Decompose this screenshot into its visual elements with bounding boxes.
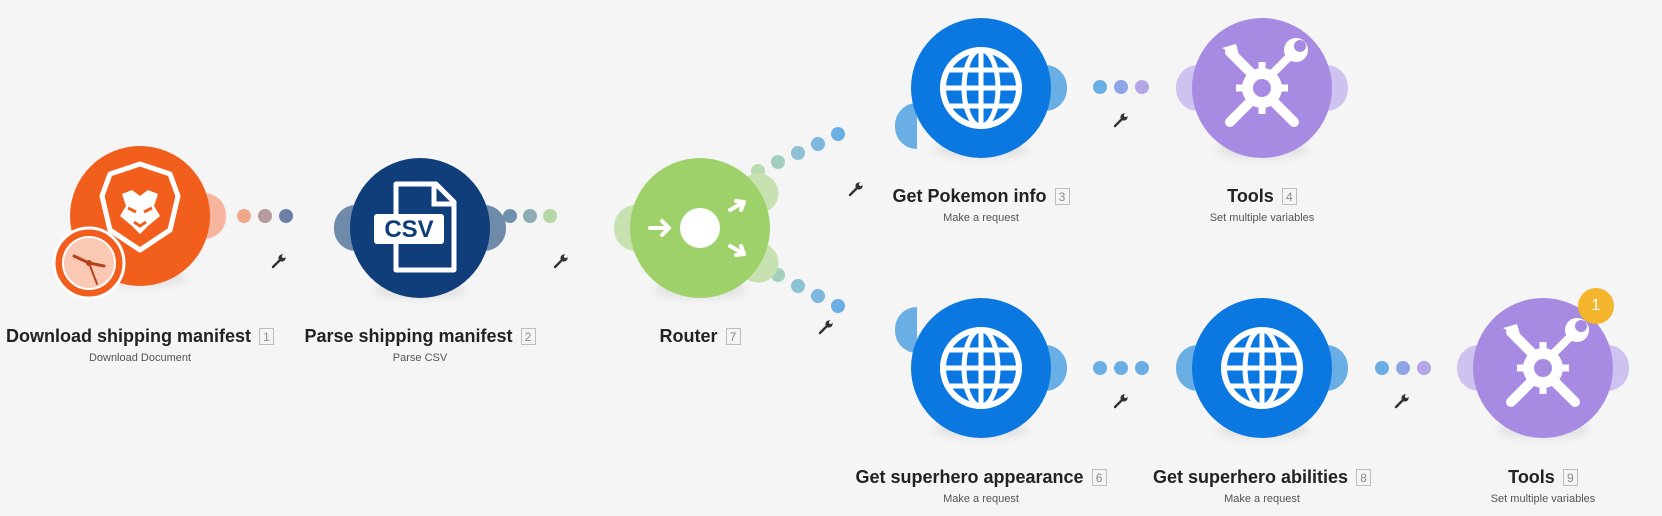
connection-dot bbox=[503, 209, 517, 223]
output-handle[interactable] bbox=[204, 193, 226, 239]
globe-icon bbox=[940, 327, 1022, 409]
module-label: Get superhero appearance 6 Make a reques… bbox=[821, 467, 1141, 505]
module-subtitle: Make a request bbox=[943, 212, 1019, 224]
connection-dot bbox=[1375, 361, 1389, 375]
module-number: 6 bbox=[1091, 469, 1107, 486]
connection-dot bbox=[237, 209, 251, 223]
connection-dot bbox=[258, 209, 272, 223]
module-title: Get superhero appearance bbox=[855, 467, 1084, 487]
module-get-pokemon-info[interactable] bbox=[895, 13, 1067, 163]
module-get-superhero-appearance[interactable] bbox=[895, 293, 1067, 443]
module-title: Get superhero abilities bbox=[1152, 467, 1349, 487]
connection-dot bbox=[543, 209, 557, 223]
module-label: Tools 4 Set multiple variables bbox=[1102, 186, 1422, 224]
connection-dot bbox=[791, 146, 805, 160]
module-subtitle: Make a request bbox=[943, 493, 1019, 505]
module-subtitle: Set multiple variables bbox=[1490, 493, 1596, 505]
wrench-icon[interactable] bbox=[847, 180, 865, 198]
svg-text:CSV: CSV bbox=[384, 216, 433, 243]
module-title: Get Pokemon info bbox=[892, 186, 1047, 206]
tools-icon bbox=[1503, 318, 1589, 407]
connection-dot bbox=[523, 209, 537, 223]
wrench-icon[interactable] bbox=[1112, 392, 1130, 410]
connection-dot bbox=[1135, 361, 1149, 375]
output-handle[interactable] bbox=[1607, 345, 1629, 391]
module-title: Parse shipping manifest bbox=[304, 326, 513, 346]
output-handle[interactable] bbox=[1326, 65, 1348, 111]
connection-dot bbox=[1093, 361, 1107, 375]
module-number: 1 bbox=[259, 328, 274, 345]
csv-file-icon: CSV bbox=[374, 181, 457, 273]
module-bubble[interactable]: CSV bbox=[350, 158, 490, 298]
input-handle[interactable] bbox=[895, 307, 917, 353]
connection-dot bbox=[1114, 80, 1128, 94]
module-label: Get superhero abilities 8 Make a request bbox=[1102, 467, 1422, 505]
module-title: Tools bbox=[1227, 186, 1274, 206]
module-label: Router 7 bbox=[540, 326, 860, 347]
module-label: Download shipping manifest 1 Download Do… bbox=[0, 326, 300, 364]
connection-dot bbox=[1135, 80, 1149, 94]
module-subtitle: Set multiple variables bbox=[1209, 212, 1315, 224]
tools-icon bbox=[1222, 38, 1308, 127]
connection-dot bbox=[811, 137, 825, 151]
module-number: 7 bbox=[725, 328, 741, 345]
module-bubble[interactable] bbox=[1192, 18, 1332, 158]
module-number: 2 bbox=[520, 328, 536, 345]
wrench-icon[interactable] bbox=[1112, 111, 1130, 129]
module-label: Parse shipping manifest 2 Parse CSV bbox=[260, 326, 580, 364]
module-label: Get Pokemon info 3 Make a request bbox=[821, 186, 1141, 224]
module-number: 8 bbox=[1356, 469, 1372, 486]
module-subtitle: Parse CSV bbox=[392, 352, 448, 364]
module-get-superhero-abilities[interactable] bbox=[1176, 293, 1348, 443]
output-handle[interactable] bbox=[1045, 345, 1067, 391]
connection-dot bbox=[1114, 361, 1128, 375]
output-handle[interactable] bbox=[484, 205, 506, 251]
module-title: Tools bbox=[1508, 467, 1555, 487]
module-title: Download shipping manifest bbox=[5, 326, 251, 346]
connection-dot bbox=[279, 209, 293, 223]
module-bubble[interactable] bbox=[1192, 298, 1332, 438]
wrench-icon[interactable] bbox=[817, 318, 835, 336]
module-tools-4[interactable] bbox=[1176, 13, 1348, 163]
module-bubble[interactable] bbox=[911, 18, 1051, 158]
module-number: 9 bbox=[1562, 469, 1578, 486]
operations-badge[interactable]: 1 bbox=[1578, 288, 1614, 324]
module-tools-9[interactable]: 1 bbox=[1457, 288, 1629, 443]
module-number: 3 bbox=[1054, 188, 1070, 205]
module-download-shipping-manifest[interactable] bbox=[52, 141, 226, 300]
module-bubble[interactable] bbox=[630, 158, 770, 298]
output-handle[interactable] bbox=[1326, 345, 1348, 391]
module-subtitle: Download Document bbox=[88, 352, 192, 364]
connection-dot bbox=[771, 155, 785, 169]
connection-dot bbox=[831, 299, 845, 313]
globe-icon bbox=[1221, 327, 1303, 409]
clock-icon bbox=[52, 226, 126, 300]
module-subtitle: Make a request bbox=[1224, 493, 1300, 505]
router-icon bbox=[648, 199, 746, 257]
module-number: 4 bbox=[1281, 188, 1297, 205]
connection-dot bbox=[791, 279, 805, 293]
module-router[interactable] bbox=[614, 153, 785, 303]
wrench-icon[interactable] bbox=[1393, 392, 1411, 410]
connection-dot bbox=[1417, 361, 1431, 375]
connection-dot bbox=[1093, 80, 1107, 94]
output-handle[interactable] bbox=[1045, 65, 1067, 111]
lion-logo-icon bbox=[99, 161, 181, 253]
connection-dot bbox=[831, 127, 845, 141]
wrench-icon[interactable] bbox=[552, 252, 570, 270]
connection-dot bbox=[1396, 361, 1410, 375]
wrench-icon[interactable] bbox=[270, 252, 288, 270]
module-parse-shipping-manifest[interactable]: CSV bbox=[334, 153, 506, 303]
connection-dot bbox=[811, 289, 825, 303]
module-bubble[interactable] bbox=[911, 298, 1051, 438]
module-label: Tools 9 Set multiple variables bbox=[1383, 467, 1662, 505]
globe-icon bbox=[940, 47, 1022, 129]
module-title: Router bbox=[659, 326, 718, 346]
input-handle[interactable] bbox=[895, 103, 917, 149]
